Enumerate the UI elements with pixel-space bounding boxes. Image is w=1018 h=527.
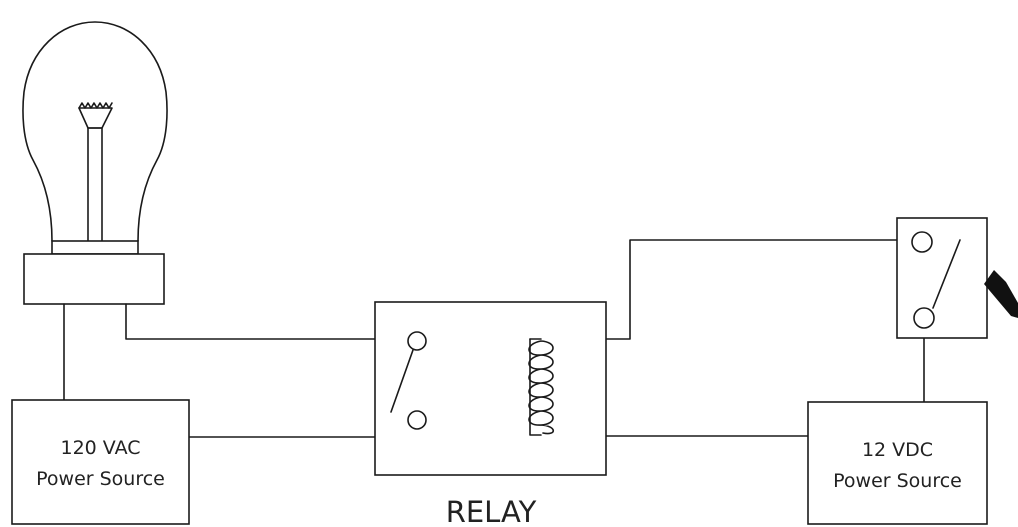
relay-label: RELAY [446,495,537,527]
power-source-120vac: 120 VAC Power Source [11,399,190,525]
control-switch-lever [984,270,1018,318]
control-switch-blade [932,239,961,309]
power-source-12vdc: 12 VDC Power Source [807,401,988,525]
light-bulb-icon [22,21,168,305]
power-source-120vac-voltage: 120 VAC [60,437,140,459]
relay-coil-icon [528,338,555,436]
relay-box [374,301,607,476]
power-source-120vac-box [11,399,190,525]
relay-contact-top [407,331,427,351]
toggle-switch-icon [896,217,1018,339]
bulb-filament-holder [78,107,113,129]
bulb-socket [23,253,165,305]
bulb-glass [22,21,168,242]
relay-contact-bottom [407,410,427,430]
relay-coil-winding [528,338,555,435]
control-switch-terminal-top [911,231,933,253]
bulb-filament-stem [87,127,103,242]
power-source-120vac-caption: Power Source [36,468,165,490]
switch-contact-icon [390,331,427,430]
power-source-12vdc-box [807,401,988,525]
bulb-collar [51,240,139,255]
bulb-filament [78,102,113,109]
control-switch-box [896,217,988,339]
power-source-12vdc-voltage: 12 VDC [862,439,933,461]
relay: RELAY [374,301,607,527]
wire-socket-to-relay-contact [125,303,410,340]
relay-coil-core [529,338,542,436]
control-switch-terminal-bottom [913,307,935,329]
relay-switch-blade [390,349,414,413]
power-source-12vdc-caption: Power Source [833,470,962,492]
